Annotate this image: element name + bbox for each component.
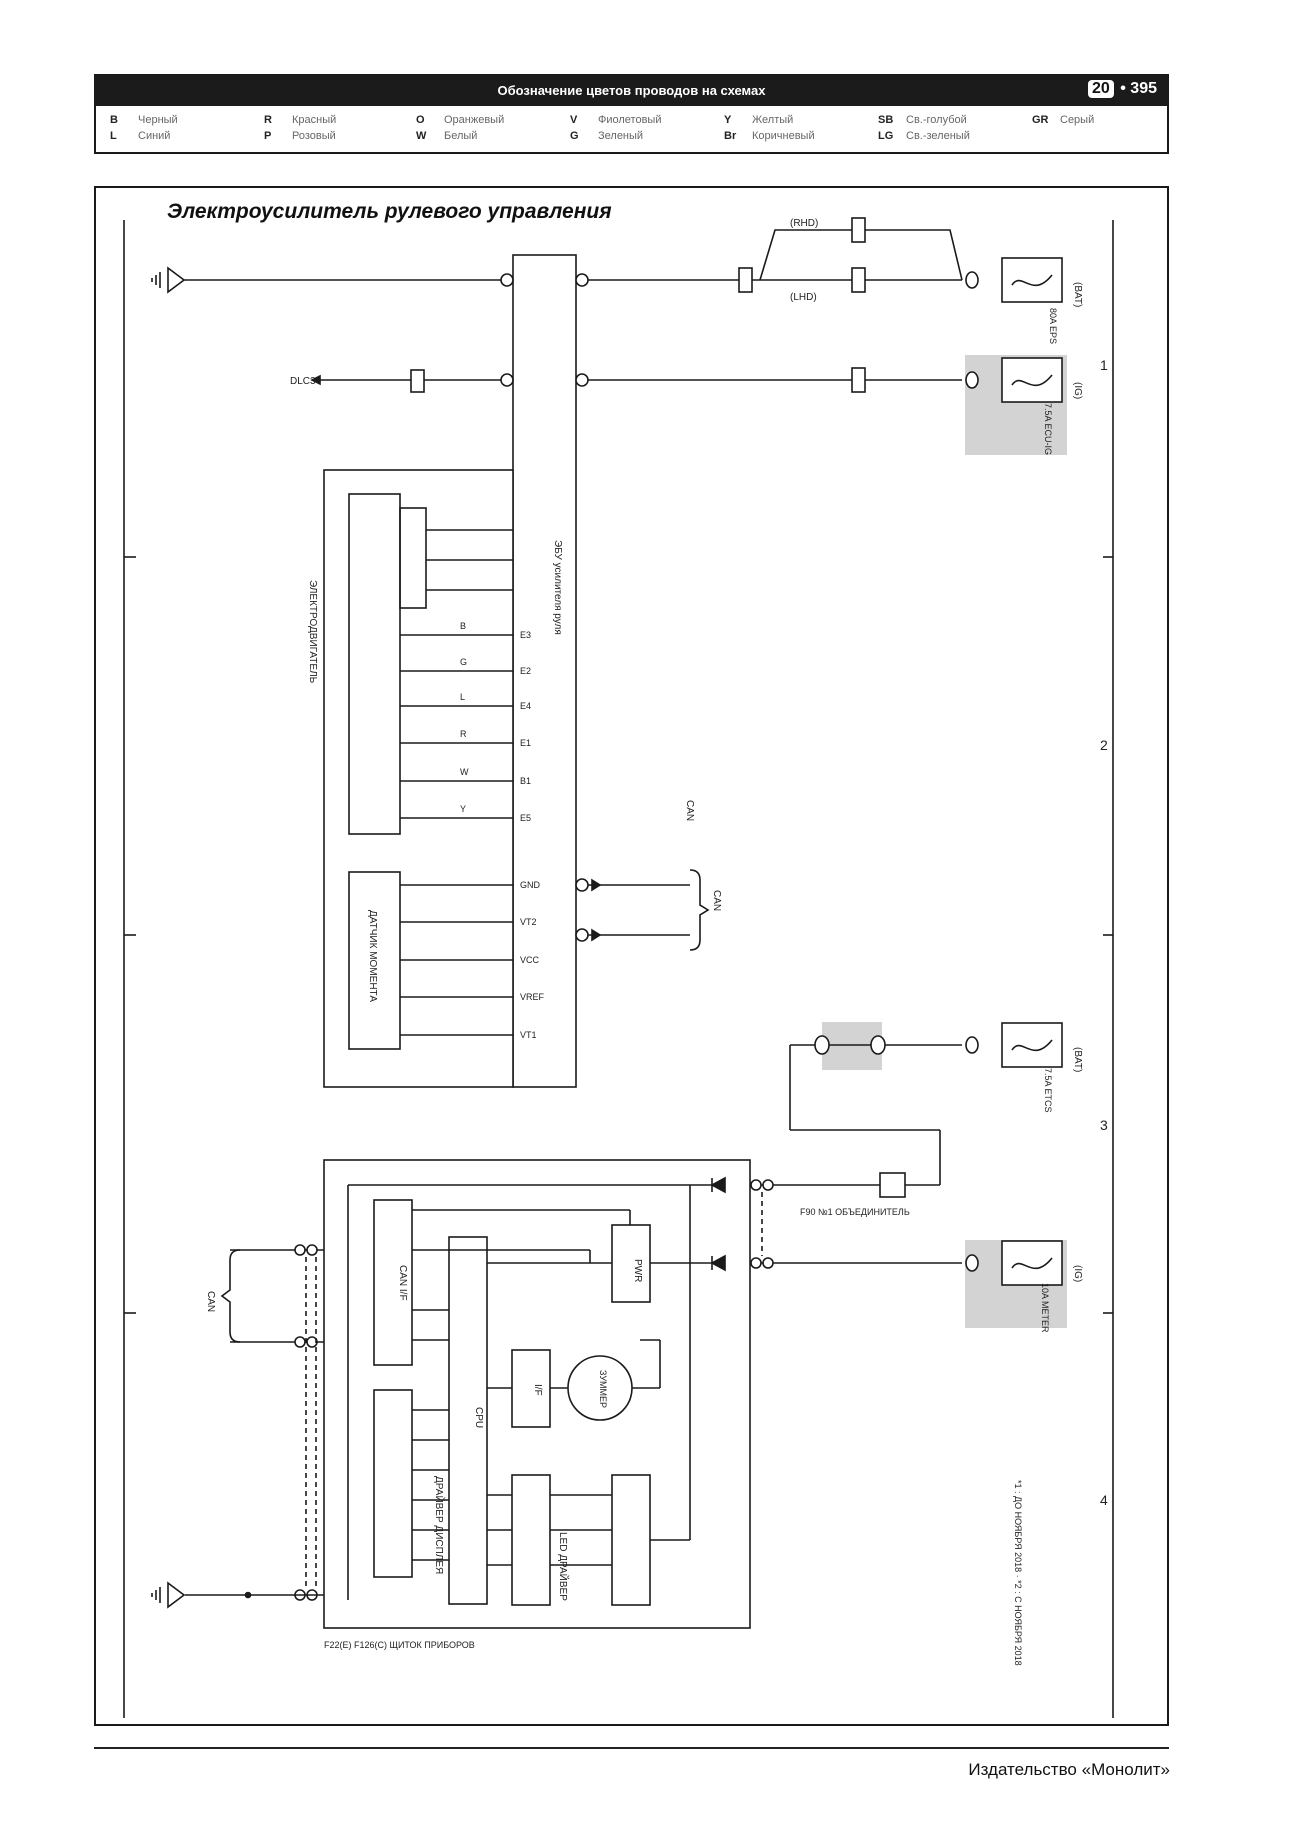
motor-block: [348, 493, 401, 835]
torque-sensor-label: ДАТЧИК МОМЕНТА: [367, 910, 378, 1002]
can-if-label: CAN I/F: [397, 1265, 408, 1301]
bat-label-2: (BAT): [1072, 1047, 1083, 1072]
ecu-pin-e3: E3: [520, 630, 531, 640]
ground-symbol-bottom: [167, 1581, 186, 1609]
fuse-ecuig-label: 7.5A ECU-IG: [1043, 403, 1053, 455]
ecu-pin-e2: E2: [520, 666, 531, 676]
fuse-meter: [1001, 1240, 1063, 1286]
ig-label-2: (IG): [1072, 1265, 1083, 1282]
if-label: I/F: [532, 1384, 543, 1396]
display-driver-block: [373, 1389, 413, 1578]
rhd-label: (RHD): [790, 218, 818, 229]
ecu-wire-color: W: [460, 767, 469, 777]
can-label-ecu: CAN: [684, 800, 695, 821]
lhd-label: (LHD): [790, 292, 817, 303]
ecu-pin-b1: B1: [520, 776, 531, 786]
zone-4: 4: [1100, 1492, 1108, 1508]
ecu-pin-vref: VREF: [520, 992, 545, 1002]
motor-label: ЭЛЕКТРОДВИГАТЕЛЬ: [307, 580, 318, 684]
can-bus-label-meter: CAN: [205, 1291, 216, 1312]
zone-3: 3: [1100, 1117, 1108, 1133]
can-if-block: [373, 1199, 413, 1366]
fuse-meter-label: 10A METER: [1040, 1283, 1050, 1333]
cpu-block: [448, 1236, 488, 1605]
legend-header: Обозначение цветов проводов на схемах 20…: [96, 76, 1167, 106]
ecu-wire-color: Y: [460, 804, 466, 814]
diagram-frame: [94, 186, 1169, 1726]
fuse-eps-label: 80A EPS: [1048, 308, 1058, 344]
fuse-eps: [1001, 257, 1063, 303]
ecu-wire-color: B: [460, 621, 466, 631]
footer-rule: [94, 1747, 1169, 1749]
display-driver-label: ДРАЙВЕР ДИСПЛЕЯ: [433, 1476, 446, 1574]
pwr-label: PWR: [632, 1259, 643, 1282]
cpu-label: CPU: [473, 1407, 484, 1428]
bat-label-1: (BAT): [1072, 282, 1083, 307]
zone-2: 2: [1100, 737, 1108, 753]
publisher: Издательство «Монолит»: [968, 1760, 1170, 1779]
ecu-wire-color: R: [460, 729, 467, 739]
connector-f90: [879, 1172, 906, 1198]
wire-color-legend: Обозначение цветов проводов на схемах 20…: [94, 74, 1169, 154]
page-number: 20 • 395: [1087, 80, 1157, 98]
fuse-etcs: [1001, 1022, 1063, 1068]
ecu-pin-e4: E4: [520, 701, 531, 711]
ecu-pin-vcc: VCC: [520, 955, 540, 965]
ecu-wire-color: G: [460, 657, 467, 667]
ecu-pin-gnd: GND: [520, 880, 541, 890]
chapter-number: 20: [1087, 80, 1114, 98]
ecu-wire-labels: B G L R W Y: [460, 621, 469, 814]
meter-panel-label: F22(E) F126(C) ЩИТОК ПРИБОРОВ: [324, 1640, 475, 1650]
zone-1: 1: [1100, 357, 1108, 373]
diagram-title: Электроусилитель рулевого управления: [167, 200, 612, 223]
ecu-internal: [323, 469, 514, 1088]
fuse-etcs-label: 7.5A ETCS: [1043, 1068, 1053, 1113]
ecu-wire-color: L: [460, 692, 465, 702]
ecu-pin-vt1: VT1: [520, 1030, 537, 1040]
buzzer-label: ЗУММЕР: [598, 1370, 608, 1408]
ecu-label: ЭБУ усилителя руля: [552, 540, 563, 635]
dlc3-label: DLC3: [290, 376, 316, 387]
legend-title: Обозначение цветов проводов на схемах: [497, 83, 766, 98]
revision-note: *1 : ДО НОЯБРЯ 2018 · *2 : С НОЯБРЯ 2018: [1013, 1480, 1023, 1666]
ecu-pin-e5: E5: [520, 813, 531, 823]
motor-sub: [399, 507, 427, 609]
can-bus-label: CAN: [711, 890, 722, 911]
ecu-strip: [512, 254, 577, 1088]
page-num: 395: [1130, 80, 1157, 97]
ground-symbol-top: [167, 266, 186, 294]
meter-panel: [323, 1159, 751, 1629]
ig-label-1: (IG): [1072, 382, 1083, 399]
connector-label: F90 №1 ОБЪЕДИНИТЕЛЬ: [800, 1207, 910, 1217]
led-driver-label: LED ДРАЙВЕР: [557, 1532, 570, 1601]
led-driver-block: [511, 1474, 551, 1606]
fuse-ecuig: [1001, 357, 1063, 403]
ecu-pin-vt2: VT2: [520, 917, 537, 927]
ecu-pin-e1: E1: [520, 738, 531, 748]
